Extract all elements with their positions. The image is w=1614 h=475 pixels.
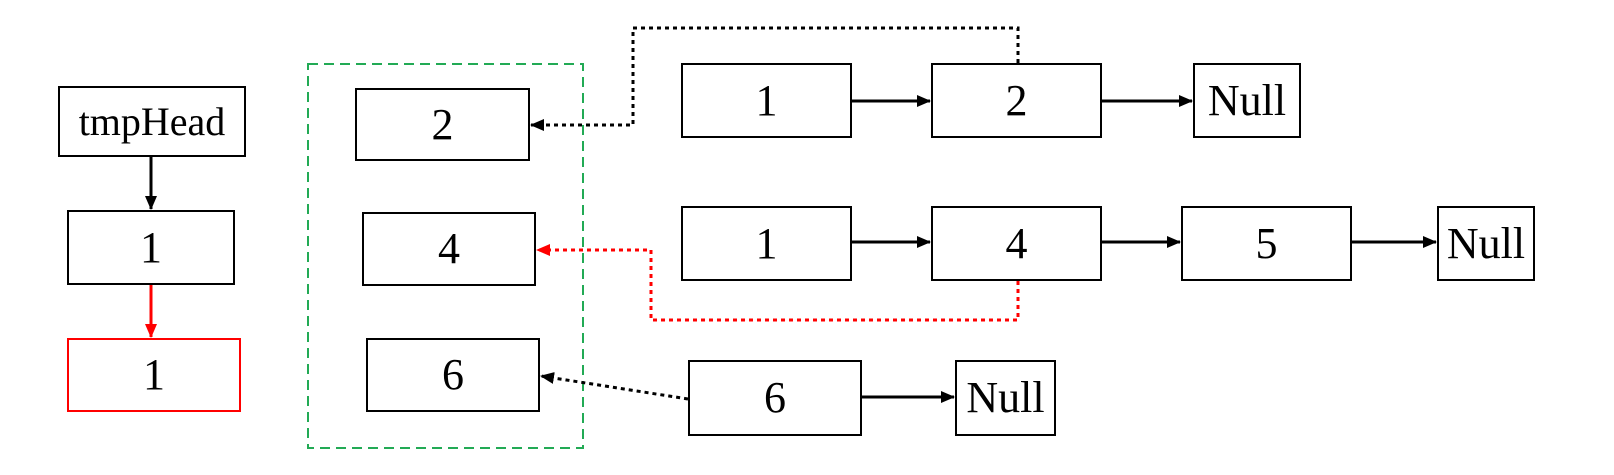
list-c-null: Null	[955, 360, 1056, 436]
list-c-to-heap-pointer	[540, 372, 689, 401]
list-b-node-2: 4	[931, 206, 1102, 281]
list-a-node-1: 1	[681, 63, 852, 138]
heap-item-6: 6	[366, 338, 540, 412]
list-b-node-1: 1	[681, 206, 852, 281]
list-c-node-1: 6	[688, 360, 862, 436]
list-a-node-2: 2	[931, 63, 1102, 138]
list-a-null: Null	[1193, 63, 1301, 138]
list-b-null: Null	[1437, 206, 1535, 281]
tmp-list-node-1: 1	[67, 210, 235, 285]
list-b-to-heap-pointer	[536, 244, 1020, 322]
tmphead-node: tmpHead	[58, 86, 246, 157]
tmp-list-node-2: 1	[67, 338, 241, 412]
list-a-to-heap-pointer	[530, 26, 1020, 131]
list-b-node-3: 5	[1181, 206, 1352, 281]
heap-item-4: 4	[362, 212, 536, 286]
heap-item-2: 2	[355, 88, 530, 161]
heap-container-border	[307, 63, 584, 449]
